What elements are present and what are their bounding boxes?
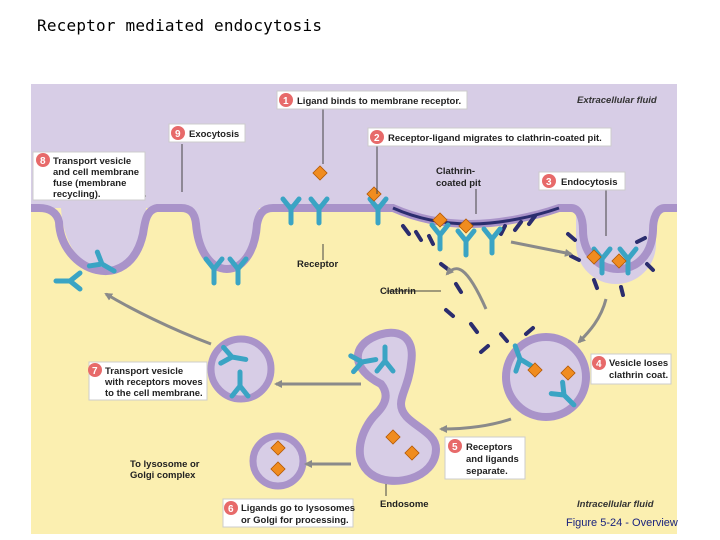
step-1: 1 Ligand binds to membrane receptor. bbox=[276, 90, 468, 110]
step-5: 5 Receptors and ligands separate. bbox=[444, 436, 526, 480]
svg-text:Receptors: Receptors bbox=[466, 442, 512, 453]
transport-vesicle bbox=[207, 335, 275, 403]
svg-text:Transport vesicle: Transport vesicle bbox=[105, 366, 183, 377]
svg-text:4: 4 bbox=[596, 359, 602, 370]
label-clathrin-pit-1: Clathrin- bbox=[436, 166, 475, 177]
label-clathrin: Clathrin bbox=[380, 286, 416, 297]
svg-text:fuse (membrane: fuse (membrane bbox=[53, 178, 126, 189]
lysosome-vesicle bbox=[249, 432, 307, 490]
step-6: 6 Ligands go to lysosomes or Golgi for p… bbox=[222, 498, 355, 528]
svg-text:Receptor-ligand migrates to cl: Receptor-ligand migrates to clathrin-coa… bbox=[388, 133, 602, 144]
label-clathrin-pit-2: coated pit bbox=[436, 178, 482, 189]
step-2: 2 Receptor-ligand migrates to clathrin-c… bbox=[367, 127, 612, 147]
svg-text:to the cell membrane.: to the cell membrane. bbox=[105, 388, 203, 399]
svg-text:Ligands go to lysosomes: Ligands go to lysosomes bbox=[241, 503, 355, 514]
svg-text:Exocytosis: Exocytosis bbox=[189, 129, 239, 140]
clathrin-fragments bbox=[401, 214, 655, 354]
pathway-arrows bbox=[104, 240, 608, 468]
svg-text:6: 6 bbox=[228, 504, 234, 515]
pointer-lines bbox=[82, 109, 607, 496]
slide-title: Receptor mediated endocytosis bbox=[37, 16, 323, 35]
svg-text:2: 2 bbox=[374, 133, 380, 144]
svg-text:clathrin coat.: clathrin coat. bbox=[609, 370, 668, 381]
endocytosis-figure: Extracellular fluid Intracellular fluid … bbox=[31, 84, 677, 534]
step-3: 3 Endocytosis bbox=[538, 171, 626, 191]
region-extracellular: Extracellular fluid bbox=[577, 95, 657, 106]
svg-text:5: 5 bbox=[452, 442, 458, 453]
step-4: 4 Vesicle loses clathrin coat. bbox=[590, 353, 672, 385]
svg-text:Endocytosis: Endocytosis bbox=[561, 177, 618, 188]
step-7: 7 Transport vesicle with receptors moves… bbox=[88, 361, 208, 401]
svg-text:7: 7 bbox=[92, 366, 98, 377]
svg-text:9: 9 bbox=[175, 129, 181, 140]
svg-text:separate.: separate. bbox=[466, 466, 508, 477]
svg-text:1: 1 bbox=[283, 96, 289, 107]
step-9: 9 Exocytosis bbox=[168, 123, 246, 143]
svg-text:Transport vesicle: Transport vesicle bbox=[53, 156, 131, 167]
svg-text:Ligand binds to membrane recep: Ligand binds to membrane receptor. bbox=[297, 96, 461, 107]
label-receptor: Receptor bbox=[297, 259, 338, 270]
step-8: 8 Transport vesicle and cell membrane fu… bbox=[32, 151, 146, 201]
figure-caption: Figure 5-24 - Overview bbox=[566, 517, 678, 529]
svg-text:with receptors moves: with receptors moves bbox=[104, 377, 203, 388]
label-endosome: Endosome bbox=[380, 499, 429, 510]
svg-text:Vesicle loses: Vesicle loses bbox=[609, 358, 668, 369]
svg-text:or Golgi for processing.: or Golgi for processing. bbox=[241, 515, 349, 526]
region-intracellular: Intracellular fluid bbox=[577, 499, 654, 510]
label-lysosome-2: Golgi complex bbox=[130, 470, 196, 481]
svg-text:recycling).: recycling). bbox=[53, 189, 101, 200]
svg-text:and ligands: and ligands bbox=[466, 454, 519, 465]
svg-text:and cell membrane: and cell membrane bbox=[53, 167, 139, 178]
label-lysosome-1: To lysosome or bbox=[130, 459, 200, 470]
svg-text:3: 3 bbox=[546, 177, 552, 188]
svg-text:8: 8 bbox=[40, 156, 46, 167]
